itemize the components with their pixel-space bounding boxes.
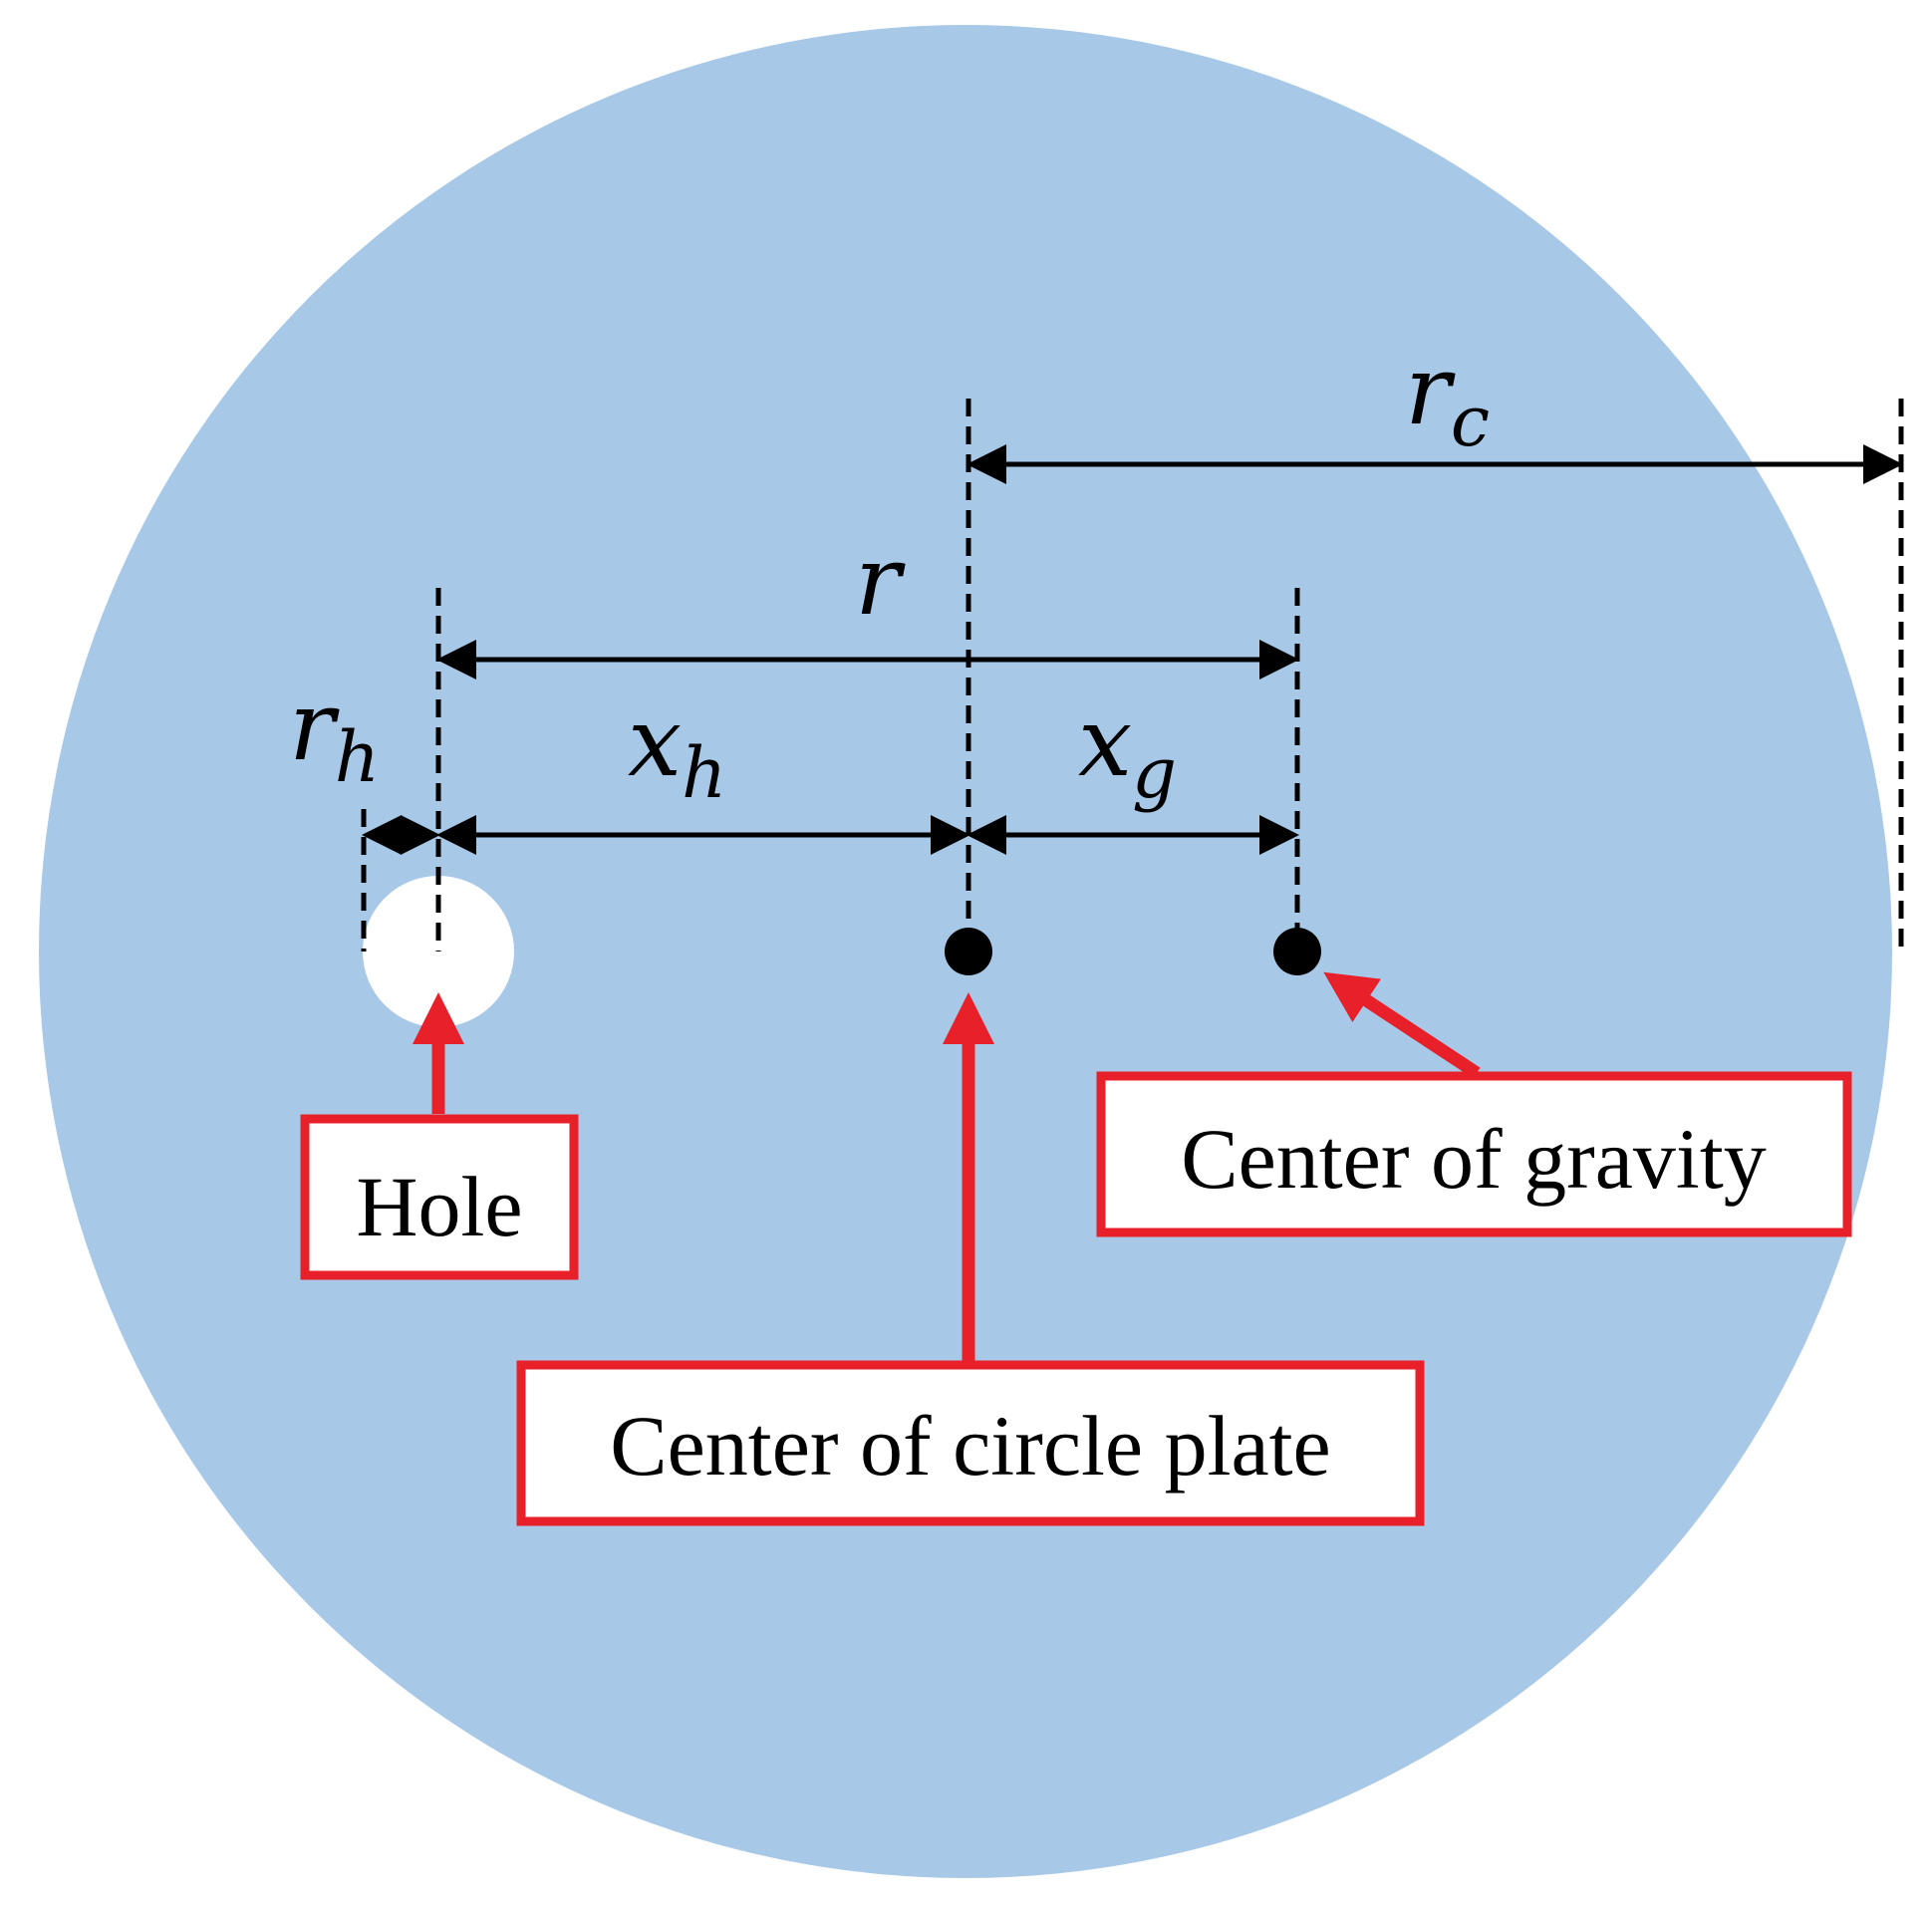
plate-center-dot <box>945 928 992 975</box>
r-label: r <box>855 525 906 637</box>
gravity-center-dot <box>1273 928 1321 975</box>
hole-callout-box <box>300 1114 579 1280</box>
gravity-center-callout-label: Center of gravity <box>1181 1111 1766 1207</box>
r-c-label: rc <box>1405 335 1490 462</box>
gravity-center-callout-arrow <box>1323 971 1481 1079</box>
x-h-label: xh <box>628 686 726 814</box>
plate-center-callout-box <box>516 1360 1425 1526</box>
r-h-label: rh <box>289 671 380 798</box>
gravity-center-callout-box <box>1096 1071 1852 1237</box>
x-g-label: xg <box>1078 686 1177 814</box>
hole-callout-label: Hole <box>356 1159 522 1254</box>
plate-center-callout-label: Center of circle plate <box>610 1398 1330 1494</box>
